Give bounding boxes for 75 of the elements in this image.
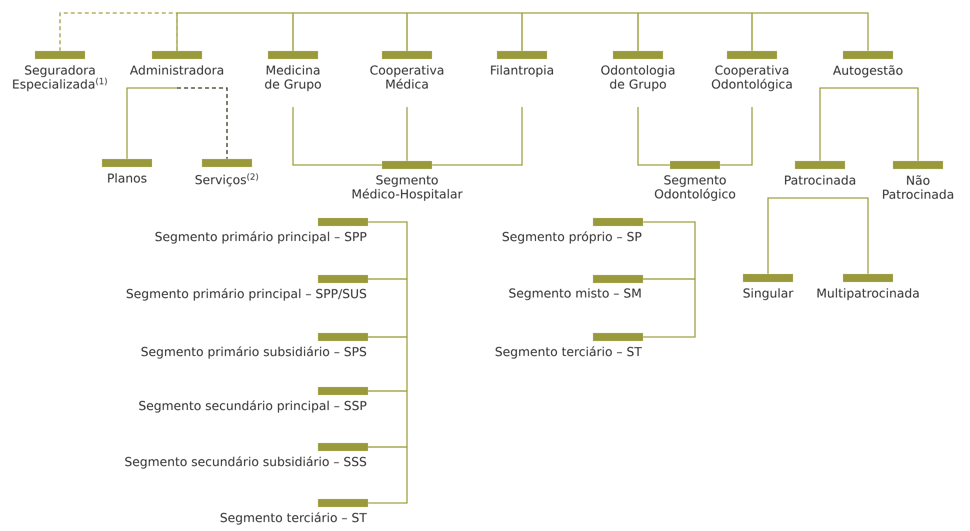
labelled-bar: Medicina de Grupo bbox=[265, 51, 321, 92]
connector-line bbox=[432, 107, 523, 166]
node-label: Segmento Médico-Hospitalar bbox=[352, 175, 463, 201]
node-label: Não Patrocinada bbox=[883, 175, 954, 199]
connector-line bbox=[868, 87, 919, 161]
labelled-bar: Segmento próprio – SP bbox=[502, 218, 643, 244]
labelled-bar: Multipatrocinada bbox=[818, 274, 919, 300]
connector-line bbox=[292, 12, 408, 51]
labelled-bar: Segmento misto – SM bbox=[509, 275, 643, 300]
node-label: Segmento Odontológico bbox=[654, 175, 736, 201]
labelled-bar: Segmento primário principal – SPP/SUS bbox=[126, 275, 368, 301]
node-label: Filantropia bbox=[491, 65, 554, 78]
connector-line bbox=[177, 87, 228, 159]
node-label: Segmento próprio – SP bbox=[502, 231, 642, 244]
node-label: Segmento secundário subsidiário – SSS bbox=[125, 456, 366, 469]
connector-line bbox=[521, 12, 639, 51]
node-label: Segmento primário principal – SPP bbox=[155, 231, 366, 244]
connector-line bbox=[406, 107, 408, 161]
node-label: Cooperativa Odontológica bbox=[712, 65, 792, 92]
node-label: Medicina de Grupo bbox=[265, 65, 321, 92]
connector-line bbox=[59, 12, 178, 51]
node-label: Multipatrocinada bbox=[818, 288, 919, 300]
connector-line bbox=[820, 197, 869, 274]
labelled-bar: Patrocinada bbox=[785, 161, 856, 185]
labelled-bar: Cooperativa Odontológica bbox=[712, 51, 792, 92]
labelled-bar: Odontologia de Grupo bbox=[601, 51, 674, 92]
node-label: Administradora bbox=[130, 65, 224, 75]
connector-line bbox=[643, 278, 696, 338]
node-label: Serviços$^{(2)}$ bbox=[196, 173, 258, 186]
connector-line bbox=[637, 107, 670, 166]
node-label: Autogestão bbox=[832, 65, 902, 78]
connector-line bbox=[751, 12, 869, 51]
node-label: Segmento misto – SM bbox=[509, 288, 641, 300]
connector-line bbox=[292, 107, 382, 166]
connector-line bbox=[767, 197, 820, 274]
node-label: Seguradora Especializada$^{(1)}$ bbox=[13, 65, 107, 92]
connector-line bbox=[368, 336, 408, 392]
connector-line bbox=[368, 221, 408, 280]
node-label: Planos bbox=[108, 173, 146, 183]
labelled-bar: Não Patrocinada bbox=[883, 161, 954, 199]
connector-line bbox=[368, 446, 408, 504]
connector-line bbox=[637, 12, 753, 51]
labelled-bar: Serviços$^{(2)}$ bbox=[196, 159, 258, 186]
labelled-bar: Administradora bbox=[130, 51, 224, 75]
labelled-bar: Segmento secundário principal – SSP bbox=[139, 387, 368, 413]
labelled-bar: Segmento terciário – ST bbox=[496, 333, 643, 359]
labelled-bar: Segmento terciário – ST bbox=[220, 499, 368, 525]
labelled-bar: Filantropia bbox=[491, 51, 554, 78]
labelled-bar: Segmento secundário subsidiário – SSS bbox=[125, 443, 368, 469]
node-label: Segmento secundário principal – SSP bbox=[139, 400, 366, 413]
node-label: Patrocinada bbox=[785, 175, 856, 185]
connector-line bbox=[368, 278, 408, 338]
labelled-bar: Segmento primário subsidiário – SPS bbox=[142, 333, 368, 359]
labelled-bar: Singular bbox=[743, 274, 794, 300]
connector-line bbox=[406, 12, 523, 51]
labelled-bar: Segmento Médico-Hospitalar bbox=[352, 161, 463, 201]
labelled-bar: Planos bbox=[102, 159, 152, 183]
connector-line bbox=[720, 107, 753, 166]
labelled-bar: Autogestão bbox=[832, 51, 902, 78]
connector-line bbox=[176, 12, 294, 51]
node-label: Segmento terciário – ST bbox=[220, 512, 367, 525]
labelled-bar: Segmento Odontológico bbox=[654, 161, 736, 201]
node-label: Segmento terciário – ST bbox=[496, 346, 642, 359]
node-label: Odontologia de Grupo bbox=[601, 65, 674, 92]
node-label: Segmento primário subsidiário – SPS bbox=[142, 346, 366, 359]
connector-line bbox=[368, 390, 408, 448]
node-label: Segmento primário principal – SPP/SUS bbox=[126, 288, 366, 301]
connector-line bbox=[819, 87, 868, 161]
labelled-bar: Seguradora Especializada$^{(1)}$ bbox=[13, 51, 107, 92]
labelled-bar: Segmento primário principal – SPP bbox=[156, 218, 368, 244]
connector-line bbox=[643, 221, 696, 280]
labelled-bar: Cooperativa Médica bbox=[370, 51, 444, 89]
node-label: Singular bbox=[744, 288, 794, 300]
node-label: Cooperativa Médica bbox=[370, 65, 444, 89]
connector-line bbox=[126, 87, 177, 159]
